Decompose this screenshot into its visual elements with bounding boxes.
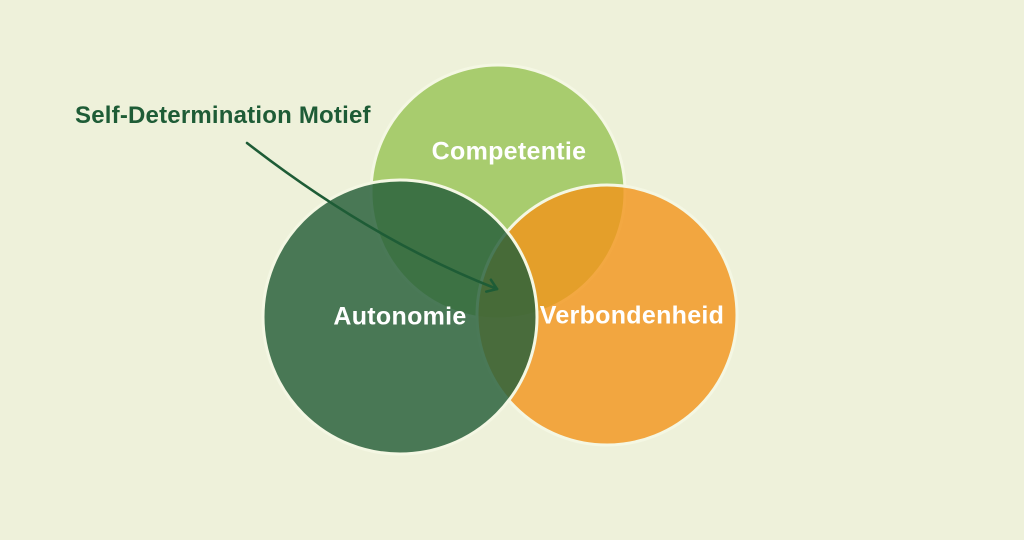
autonomie-label: Autonomie [333, 302, 467, 331]
annotation-arrow-line [245, 141, 499, 291]
annotation-arrow-head-icon [485, 278, 499, 293]
competentie-label: Competentie [431, 137, 587, 166]
verbondenheid-label: Verbondenheid [539, 301, 725, 330]
diagram-title: Self-Determination Motief [75, 102, 371, 129]
autonomie-circle [261, 178, 539, 456]
